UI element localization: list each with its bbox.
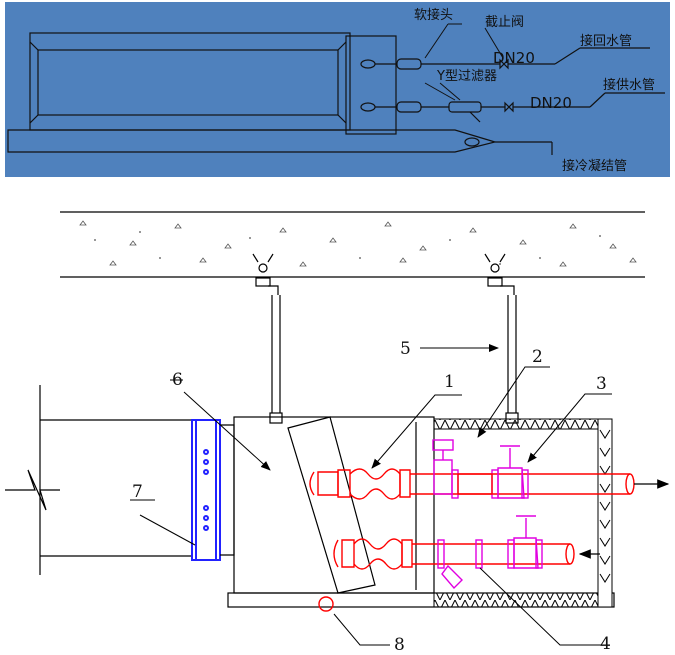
supply-dn-label: DN20 — [530, 94, 572, 112]
callout-3: 3 — [596, 374, 607, 394]
callout-8: 8 — [394, 635, 405, 655]
callout-5: 5 — [400, 339, 411, 359]
plan-leader-lines — [424, 23, 504, 101]
return-pipe-plan — [360, 47, 650, 70]
flexible-connector — [191, 419, 221, 561]
return-dn-label: DN20 — [493, 49, 535, 67]
drain-pan-plan — [7, 129, 553, 155]
soft-joint-label: 软接头 — [414, 7, 453, 23]
section-view: 1 2 3 4 5 6 7 8 — [5, 211, 670, 655]
condensate-drain — [318, 596, 334, 612]
flow-arrows — [578, 479, 670, 559]
callout-7: 7 — [132, 482, 143, 502]
callout-4: 4 — [600, 634, 611, 654]
callout-1: 1 — [444, 372, 455, 392]
supply-pipe-label: 接供水管 — [603, 77, 655, 93]
lower-pipe-fittings — [437, 515, 543, 590]
hanger-rod-right — [484, 253, 519, 424]
upper-pipe-valve-body — [457, 473, 493, 495]
supply-pipe-plan — [360, 92, 665, 123]
air-duct — [5, 385, 192, 575]
stop-valve-label: 截止阀 — [485, 15, 524, 30]
y-filter-label: Y型过滤器 — [436, 69, 497, 84]
callout-6: 6 — [172, 370, 183, 390]
fan-coil-unit-section — [227, 416, 615, 608]
callout-2: 2 — [532, 347, 543, 367]
insulation — [433, 418, 613, 608]
return-pipe-label: 接回水管 — [580, 33, 632, 49]
upper-pipe-fittings — [432, 439, 529, 499]
callout-leaders — [130, 344, 612, 646]
ceiling-slab — [60, 211, 645, 278]
condensate-pipe-label: 接冷凝结管 — [562, 158, 627, 174]
plan-view-panel: 软接头 截止阀 DN20 接回水管 Y型过滤器 DN20 接供水管 接冷凝结管 — [5, 2, 670, 177]
concrete-speckles — [79, 220, 637, 267]
hanger-rod-left — [252, 253, 283, 424]
